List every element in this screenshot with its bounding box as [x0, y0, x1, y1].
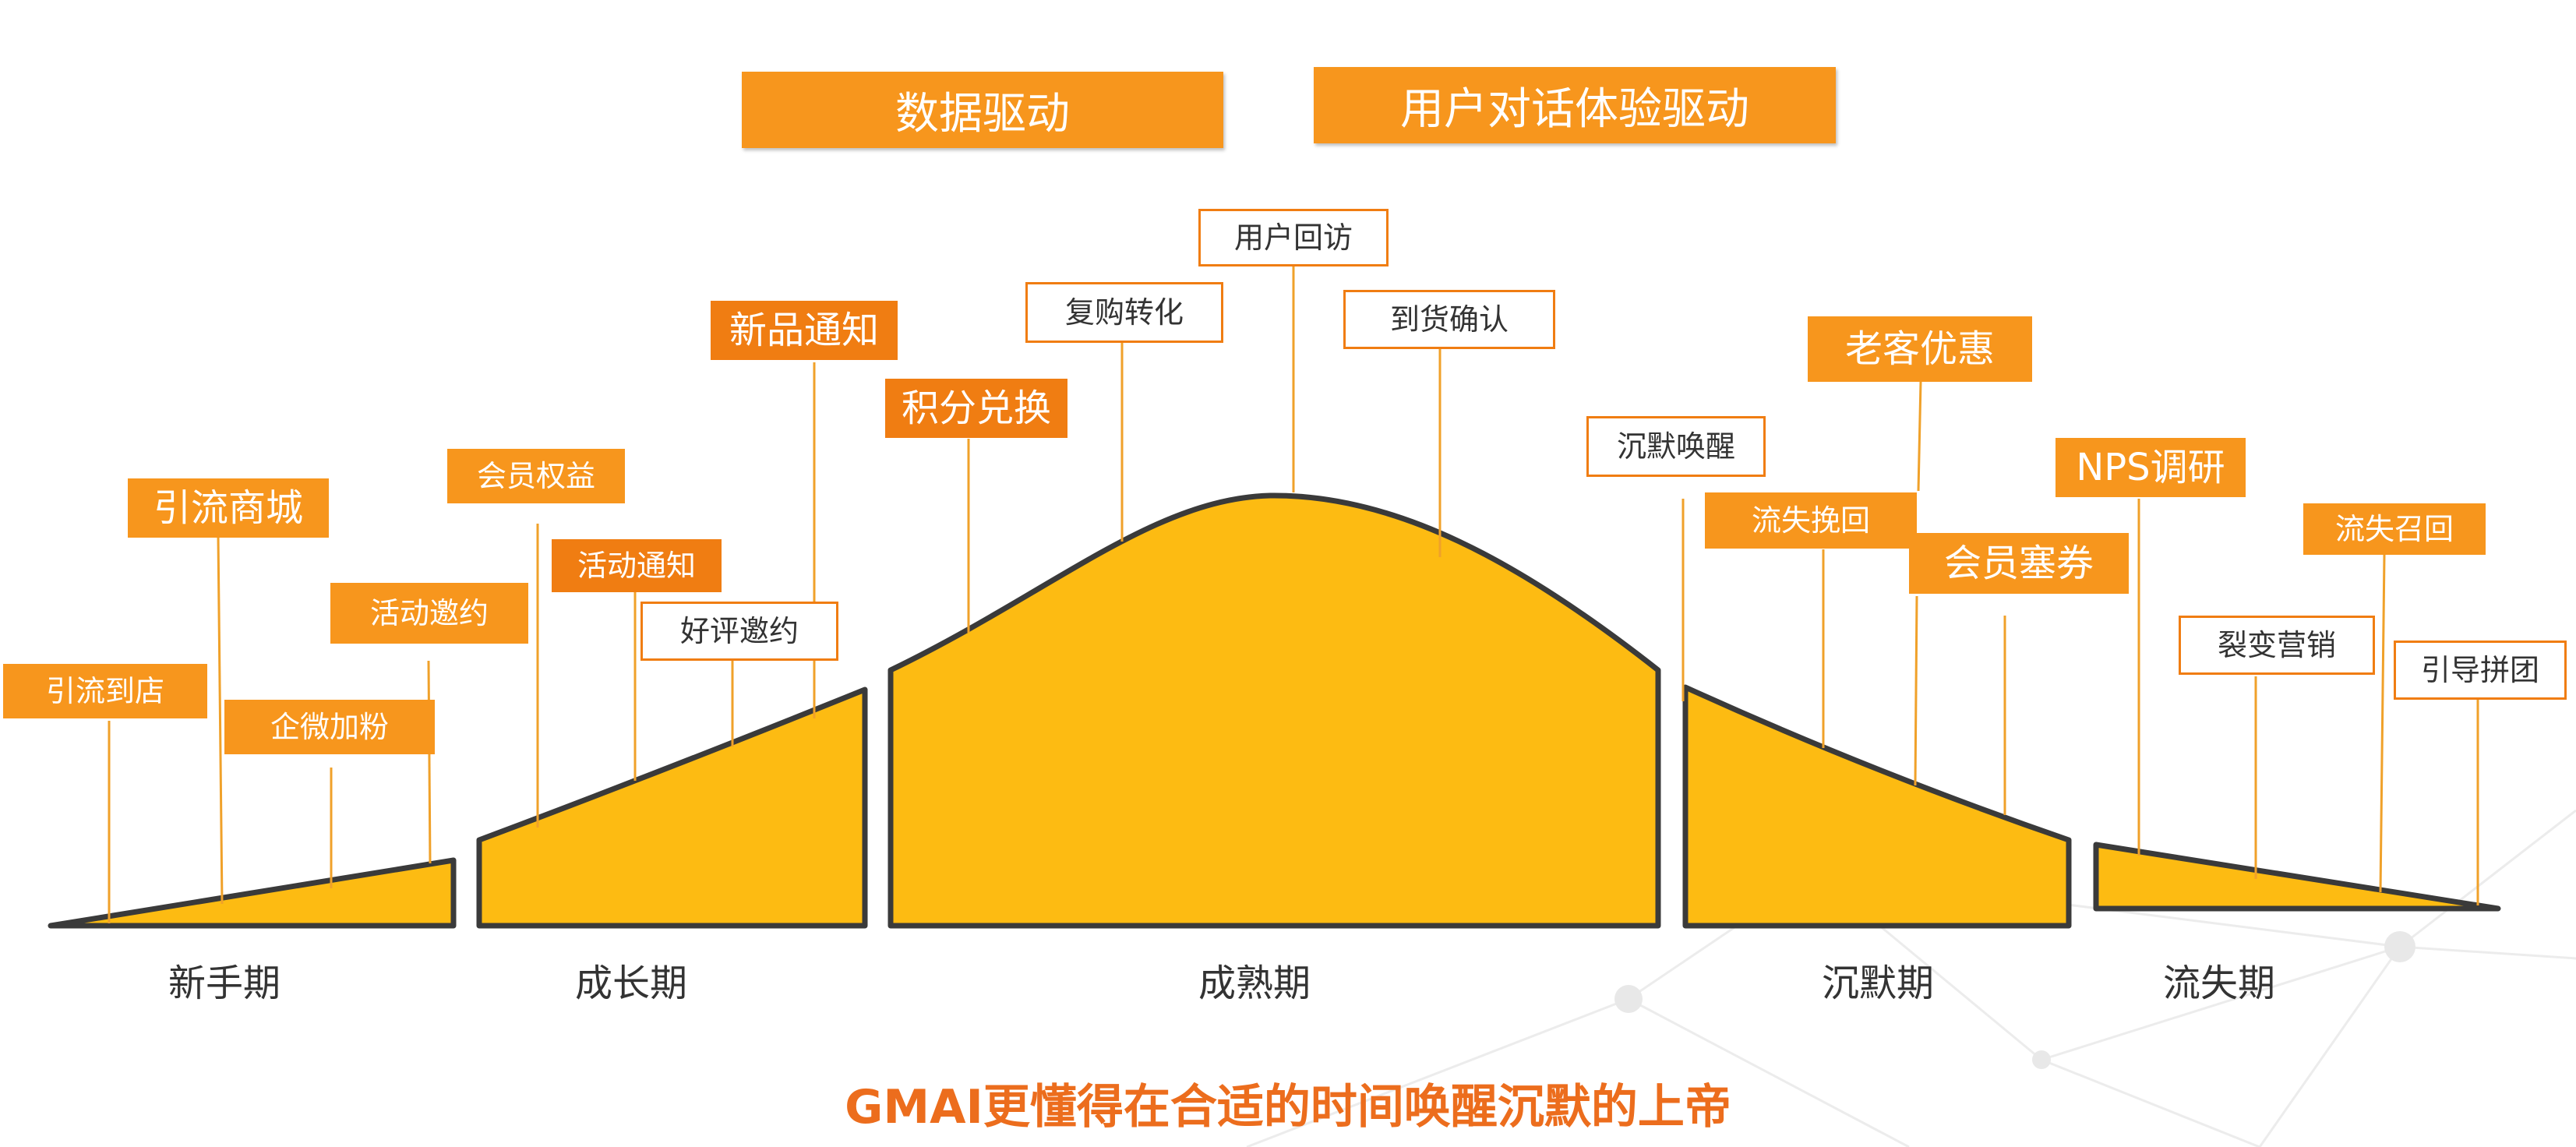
tag-laoke-youhui: 老客优惠: [1808, 316, 2032, 382]
tag-fugou-zhuanhua: 复购转化: [1025, 282, 1223, 343]
tag-yinliu-daodian: 引流到店: [3, 664, 207, 718]
curve-segment-silent: [1682, 684, 2072, 929]
phase-label-growth: 成长期: [574, 962, 688, 1005]
tag-huiyuan-quanyi: 会员权益: [447, 449, 625, 503]
tag-liebian-yingxiao: 裂变营销: [2179, 616, 2375, 675]
tag-yindao-pintuan: 引导拼团: [2394, 641, 2567, 700]
tag-huodong-yaoyue: 活动邀约: [330, 583, 528, 644]
tag-yonghu-huifang: 用户回访: [1198, 209, 1389, 266]
leader-line: [427, 660, 432, 864]
tag-jifen-duihuan: 积分兑换: [885, 379, 1067, 438]
leader-line: [1914, 595, 1918, 786]
phase-label-silent: 沉默期: [1821, 962, 1935, 1005]
data-drive-label: 数据驱动: [895, 88, 1070, 139]
data-drive-header: 数据驱动: [742, 72, 1223, 148]
leader-line: [217, 535, 224, 905]
curve-segment-churn: [2093, 842, 2501, 912]
dialog-drive-header: 用户对话体验驱动: [1314, 67, 1836, 143]
phase-label-mature: 成熟期: [1198, 962, 1311, 1005]
tag-liushi-zhaohui: 流失召回: [2303, 503, 2486, 555]
curve-segment-mature: [887, 492, 1661, 929]
phase-label-churn: 流失期: [2162, 962, 2276, 1005]
tag-chenmo-huanxing: 沉默唤醒: [1586, 416, 1766, 477]
curve-segment-growth: [476, 686, 868, 929]
tag-huodong-tongzhi: 活动通知: [552, 539, 722, 592]
tag-nps-diaoyan: NPS调研: [2056, 438, 2246, 497]
tag-daohuo-queren: 到货确认: [1343, 290, 1555, 349]
phase-label-novice: 新手期: [168, 962, 281, 1005]
tag-xinpin-tongzhi: 新品通知: [711, 301, 898, 360]
curve-segment-novice: [48, 857, 457, 929]
tag-qiwei-jiafen: 企微加粉: [224, 700, 435, 754]
tag-yinliu-shangcheng: 引流商城: [128, 478, 329, 538]
leader-line: [2379, 554, 2386, 893]
tag-liushi-wanhui: 流失挽回: [1705, 492, 1917, 549]
tag-huiyuan-saiquan: 会员塞券: [1909, 533, 2129, 594]
dialog-drive-label: 用户对话体验驱动: [1400, 83, 1749, 135]
leader-line: [1917, 381, 1922, 492]
tag-haoping-yaoyue: 好评邀约: [640, 602, 838, 661]
headline: GMAI更懂得在合适的时间唤醒沉默的上帝: [845, 1080, 1731, 1135]
